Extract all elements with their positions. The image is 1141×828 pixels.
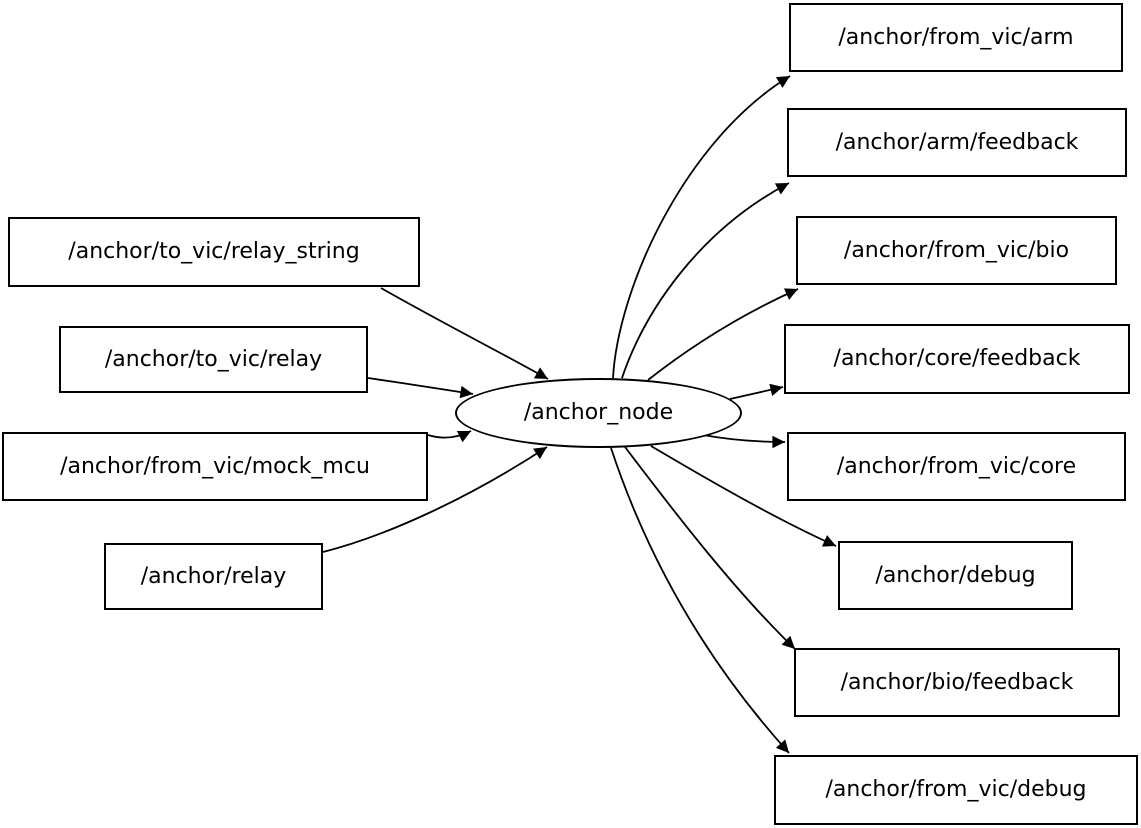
edge-anchor-from-vic-mock-mcu-to-anchor-node xyxy=(427,430,472,443)
node-anchor-from-vic-core: /anchor/from_vic/core xyxy=(787,432,1126,501)
node-label-anchor-bio-feedback: /anchor/bio/feedback xyxy=(840,669,1074,695)
node-anchor-to-vic-relay: /anchor/to_vic/relay xyxy=(59,326,368,393)
node-anchor-core-feedback: /anchor/core/feedback xyxy=(784,324,1130,394)
node-label-anchor-from-vic-core: /anchor/from_vic/core xyxy=(836,453,1077,479)
node-anchor-relay: /anchor/relay xyxy=(104,543,323,610)
node-anchor-from-vic-arm: /anchor/from_vic/arm xyxy=(789,3,1123,72)
node-anchor-from-vic-bio: /anchor/from_vic/bio xyxy=(796,216,1117,285)
node-label-anchor-from-vic-bio: /anchor/from_vic/bio xyxy=(843,237,1070,263)
edge-anchor-node-to-anchor-from-vic-arm xyxy=(612,75,791,379)
edge-anchor-to-vic-relay-string-to-anchor-node xyxy=(380,287,549,380)
node-label-anchor-arm-feedback: /anchor/arm/feedback xyxy=(835,129,1079,155)
node-label-anchor-to-vic-relay: /anchor/to_vic/relay xyxy=(104,346,323,372)
node-label-anchor-node: /anchor_node xyxy=(523,400,674,425)
node-anchor-from-vic-mock-mcu: /anchor/from_vic/mock_mcu xyxy=(2,432,428,501)
node-label-anchor-from-vic-arm: /anchor/from_vic/arm xyxy=(838,24,1074,50)
edge-anchor-node-to-anchor-from-vic-debug xyxy=(610,447,790,754)
node-anchor-arm-feedback: /anchor/arm/feedback xyxy=(787,108,1127,177)
node-label-anchor-from-vic-mock-mcu: /anchor/from_vic/mock_mcu xyxy=(60,453,370,479)
node-anchor-node: /anchor_node xyxy=(455,378,742,448)
node-anchor-from-vic-debug: /anchor/from_vic/debug xyxy=(774,755,1138,825)
edge-anchor-node-to-anchor-bio-feedback xyxy=(624,446,796,650)
node-anchor-bio-feedback: /anchor/bio/feedback xyxy=(794,648,1120,717)
edge-anchor-to-vic-relay-to-anchor-node xyxy=(367,377,474,399)
node-label-anchor-debug: /anchor/debug xyxy=(875,562,1036,588)
node-anchor-debug: /anchor/debug xyxy=(838,541,1073,610)
node-label-anchor-core-feedback: /anchor/core/feedback xyxy=(833,346,1081,371)
edge-anchor-node-to-anchor-debug xyxy=(650,445,837,547)
node-label-anchor-relay: /anchor/relay xyxy=(140,563,287,589)
edge-anchor-relay-to-anchor-node xyxy=(322,446,548,553)
node-label-anchor-from-vic-debug: /anchor/from_vic/debug xyxy=(825,777,1087,802)
edge-anchor-node-to-anchor-from-vic-bio xyxy=(647,288,799,381)
edge-anchor-node-to-anchor-core-feedback xyxy=(729,383,784,400)
edge-anchor-node-to-anchor-arm-feedback xyxy=(621,182,790,379)
edge-anchor-node-to-anchor-from-vic-core xyxy=(702,434,786,449)
node-label-anchor-to-vic-relay-string: /anchor/to_vic/relay_string xyxy=(68,239,360,264)
node-anchor-to-vic-relay-string: /anchor/to_vic/relay_string xyxy=(8,217,420,287)
